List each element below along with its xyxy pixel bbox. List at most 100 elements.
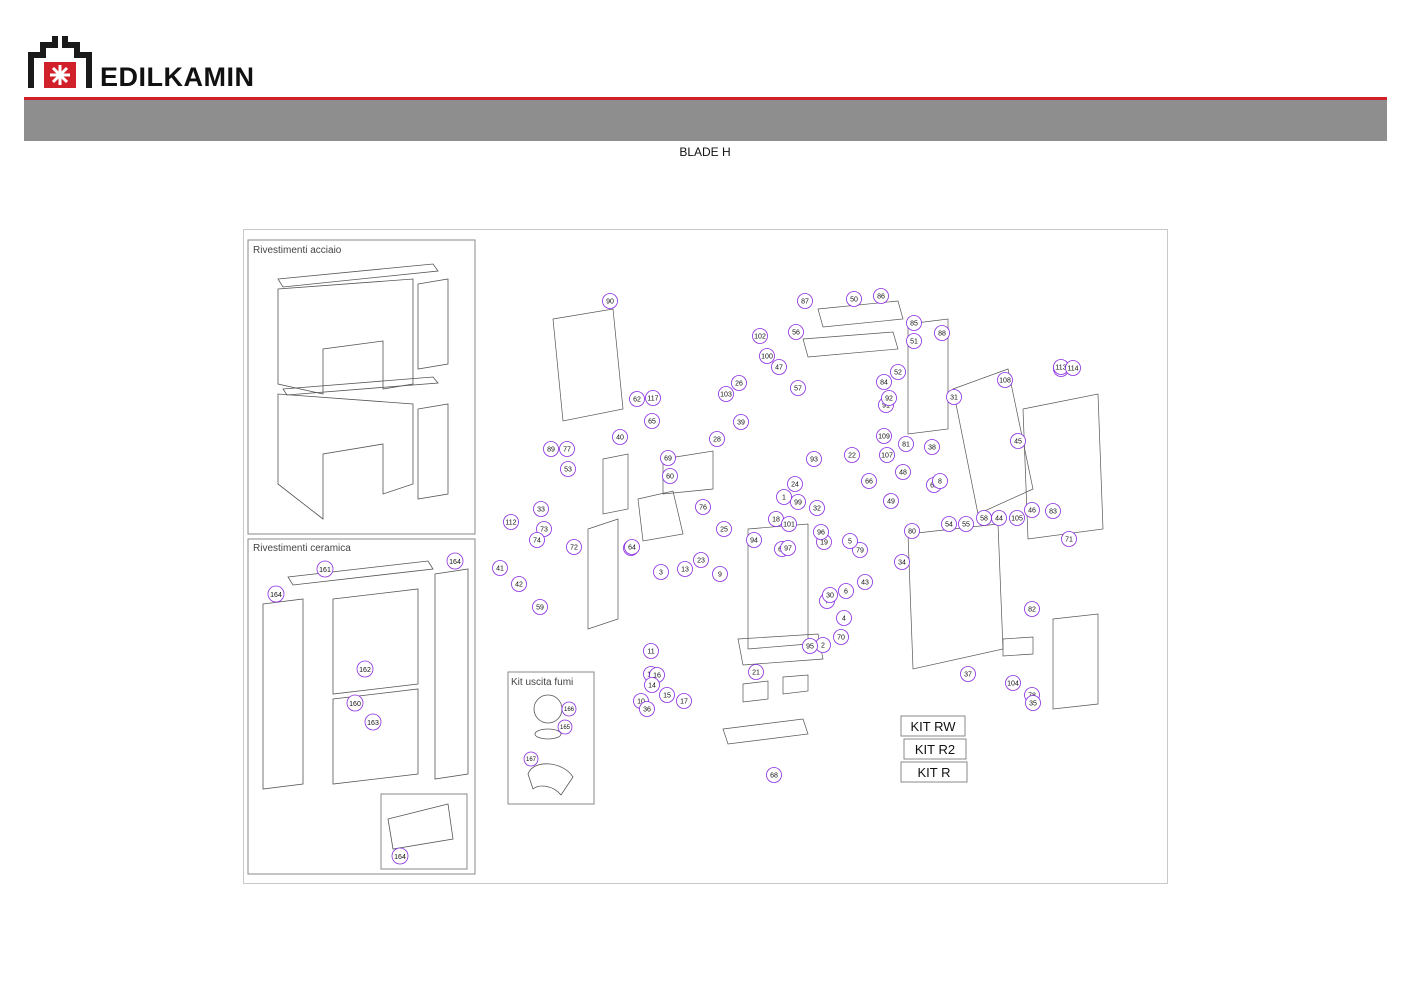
part-callout-circle xyxy=(695,499,711,515)
brand-name: EDILKAMIN xyxy=(100,62,255,92)
part-callout-circle xyxy=(813,524,829,540)
part-callout-circle xyxy=(644,413,660,429)
part-number-label: 35 xyxy=(1029,701,1037,708)
part-number-label: 103 xyxy=(720,392,732,399)
part-number-label: 4 xyxy=(842,616,846,623)
part-number-label: 69 xyxy=(664,456,672,463)
part-callout-circle xyxy=(788,324,804,340)
flue-kit-panel: Kit uscita fumi 166 165 167 xyxy=(507,671,595,805)
part-callout-circle xyxy=(503,514,519,530)
part-number-label: 15 xyxy=(663,693,671,700)
part-number-label: 45 xyxy=(1014,439,1022,446)
part-callout-circle xyxy=(879,447,895,463)
part-callout-circle xyxy=(809,500,825,516)
part-callout-circle xyxy=(861,473,877,489)
part-number-label: 55 xyxy=(962,522,970,529)
part-callout-circle xyxy=(624,539,640,555)
part-number-label: 13 xyxy=(681,567,689,574)
steel-cladding-panel: Rivestimenti acciaio xyxy=(247,239,476,535)
part-number-label: 97 xyxy=(784,546,792,553)
part-number-label: 41 xyxy=(496,566,504,573)
part-callout-circle xyxy=(1065,360,1081,376)
ceramic-cladding-title: Rivestimenti ceramica xyxy=(253,543,351,554)
part-number-label: 51 xyxy=(910,339,918,346)
part-callout-circle xyxy=(883,493,899,509)
part-number-label: 11 xyxy=(647,649,654,656)
part-number-label: 47 xyxy=(775,365,783,372)
part-number-label: 81 xyxy=(902,442,910,449)
part-number-label: 36 xyxy=(643,707,651,714)
part-number-label: 52 xyxy=(894,370,902,377)
part-number-label: 72 xyxy=(570,545,578,552)
part-number-label: 77 xyxy=(563,447,571,454)
part-number-label: 10 xyxy=(637,699,645,706)
part-callout-circle xyxy=(559,441,575,457)
part-callout-circle xyxy=(662,468,678,484)
part-callout-circle xyxy=(906,315,922,331)
part-number-label: 73 xyxy=(540,527,548,534)
part-number-label: 93 xyxy=(810,457,818,464)
part-number-label: 62 xyxy=(633,397,641,404)
part-number-label: 16 xyxy=(653,673,661,680)
ceramic-label: 164 xyxy=(449,559,461,566)
part-number-label: 56 xyxy=(792,330,800,337)
part-number-label: 28 xyxy=(713,437,721,444)
part-number-label: 54 xyxy=(945,522,953,529)
part-number-label: 2 xyxy=(821,643,825,650)
part-number-label: 112 xyxy=(505,520,516,527)
part-number-label: 42 xyxy=(515,582,523,589)
model-title: BLADE H xyxy=(679,145,731,159)
part-number-label: 19 xyxy=(820,540,828,547)
part-number-label: 80 xyxy=(908,529,916,536)
edilkamin-logo-mark xyxy=(28,36,92,88)
part-number-label: 96 xyxy=(817,530,825,537)
part-callout-circle xyxy=(660,450,676,466)
part-number-label: 108 xyxy=(999,378,1011,385)
part-callout-circle xyxy=(895,464,911,480)
part-number-label: 40 xyxy=(616,435,624,442)
part-number-label: 65 xyxy=(648,419,656,426)
part-number-label: 76 xyxy=(699,505,707,512)
part-callout-circle xyxy=(716,521,732,537)
part-callout-circle xyxy=(712,566,728,582)
part-callout-circle xyxy=(731,375,747,391)
part-callout-circle xyxy=(771,359,787,375)
part-callout-circle xyxy=(797,293,813,309)
part-number-label: 53 xyxy=(564,467,572,474)
part-callout-circle xyxy=(852,542,868,558)
part-number-label: 68 xyxy=(770,773,778,780)
part-callout-circle xyxy=(932,473,948,489)
header-grey-band xyxy=(24,100,1387,141)
part-callout-circle xyxy=(746,532,762,548)
kit-label: KIT R xyxy=(918,765,951,780)
part-number-label: 82 xyxy=(1028,607,1036,614)
part-number-label: 49 xyxy=(887,499,895,506)
part-callout-circle xyxy=(842,533,858,549)
part-number-label: 17 xyxy=(680,699,688,706)
part-callout-circle xyxy=(643,643,659,659)
part-callout-circle xyxy=(492,560,508,576)
part-number-label: 105 xyxy=(1011,516,1023,523)
flue-kit-title: Kit uscita fumi xyxy=(511,677,573,688)
part-number-label: 58 xyxy=(980,516,988,523)
part-number-label: 39 xyxy=(737,420,745,427)
part-number-label: 44 xyxy=(995,516,1003,523)
part-number-label: 22 xyxy=(848,453,856,460)
part-number-label: 3 xyxy=(659,570,663,577)
part-number-label: 60 xyxy=(666,474,674,481)
part-number-label: 91 xyxy=(882,403,890,410)
part-callout-circle xyxy=(806,451,822,467)
part-callout-circle xyxy=(846,291,862,307)
ceramic-cladding-panel: Rivestimenti ceramica 164 161 164 162 16… xyxy=(247,538,476,875)
part-callout-circle xyxy=(1025,695,1041,711)
kit-label: KIT RW xyxy=(910,719,956,734)
part-callout-circle xyxy=(873,288,889,304)
ceramic-label: 161 xyxy=(319,567,331,574)
part-callout-circle xyxy=(645,390,661,406)
part-number-label: 70 xyxy=(837,635,845,642)
part-callout-circle xyxy=(639,701,655,717)
ceramic-label: 160 xyxy=(349,701,361,708)
part-callout-circle xyxy=(602,293,618,309)
part-callout-circle xyxy=(876,374,892,390)
part-callout-circle xyxy=(659,687,675,703)
